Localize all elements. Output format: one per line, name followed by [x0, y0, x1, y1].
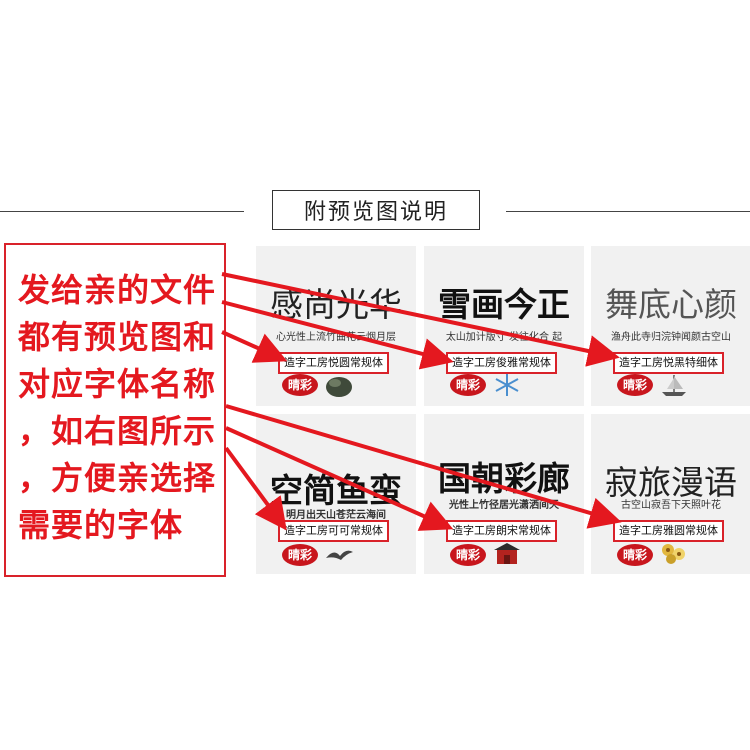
- bird-icon: [326, 550, 353, 560]
- font-name-label: 造字工房悦圆常规体: [278, 352, 389, 374]
- font-sample-subtitle: 渔舟此寺归浣钟闻颜古空山: [611, 332, 731, 343]
- font-preview-card[interactable]: 感尚光华 心光性上流竹曲花云烟月层 造字工房悦圆常规体 晴彩: [256, 246, 416, 406]
- callout-line: 都有预览图和: [18, 318, 217, 356]
- font-name-label: 造字工房俊雅常规体: [446, 352, 557, 374]
- font-preview-card[interactable]: 舞底心颜 渔舟此寺归浣钟闻颜古空山 造字工房悦黑特细体 晴彩: [591, 246, 750, 406]
- rock-icon: [326, 377, 352, 397]
- font-name-label: 造字工房雅圆常规体: [613, 520, 724, 542]
- callout-line: ，方便亲选择: [18, 459, 217, 497]
- font-sample-text: 舞底心颜: [605, 285, 737, 324]
- flower-icon: [662, 544, 685, 564]
- brand-stamp: 晴彩: [617, 544, 653, 566]
- callout-line: ，如右图所示: [18, 412, 217, 450]
- font-name-label: 造字工房朗宋常规体: [446, 520, 557, 542]
- callout-line: 发给亲的文件: [18, 271, 217, 309]
- font-preview-card[interactable]: 雪画今正 太山加计版寸 发往化合 起 造字工房俊雅常规体 晴彩: [424, 246, 584, 406]
- ship-icon: [662, 375, 686, 396]
- callout-line: 对应字体名称: [18, 365, 217, 403]
- font-preview-card[interactable]: 空简鱼蛮 明月出天山苍茫云海间 造字工房可可常规体 晴彩: [256, 414, 416, 574]
- font-sample-subtitle: 太山加计版寸 发往化合 起: [445, 332, 563, 343]
- snowflake-icon: [495, 374, 519, 396]
- font-sample-text: 感尚光华: [270, 285, 402, 324]
- font-sample-text: 寂旅漫语: [605, 463, 737, 502]
- brand-stamp: 晴彩: [450, 544, 486, 566]
- font-sample-subtitle: 心光性上流竹曲花云烟月层: [276, 332, 396, 343]
- callout-line: 需要的字体: [18, 506, 184, 544]
- brand-stamp: 晴彩: [617, 374, 653, 396]
- callout-box: 发给亲的文件 都有预览图和 对应字体名称 ，如右图所示 ，方便亲选择 需要的字体: [4, 243, 226, 577]
- font-preview-card[interactable]: 国朝彩廊 光性上竹径居光潇洒间天 造字工房朗宋常规体 晴彩: [424, 414, 584, 574]
- font-preview-card[interactable]: 寂旅漫语 古空山寂吾下天照叶花 造字工房雅圆常规体 晴彩: [591, 414, 750, 574]
- section-title: 附预览图说明: [272, 190, 480, 230]
- divider-right: [506, 211, 750, 212]
- divider-left: [0, 211, 244, 212]
- brand-stamp: 晴彩: [282, 374, 318, 396]
- font-sample-subtitle: 明月出天山苍茫云海间: [286, 510, 386, 521]
- brand-stamp: 晴彩: [282, 544, 318, 566]
- font-sample-text: 国朝彩廊: [438, 459, 570, 498]
- font-name-label: 造字工房可可常规体: [278, 520, 389, 542]
- palace-icon: [494, 543, 520, 564]
- font-sample-subtitle: 光性上竹径居光潇洒间天: [449, 500, 559, 511]
- brand-stamp: 晴彩: [450, 374, 486, 396]
- font-sample-text: 空简鱼蛮: [270, 471, 402, 510]
- font-sample-subtitle: 古空山寂吾下天照叶花: [621, 500, 721, 511]
- font-sample-text: 雪画今正: [438, 285, 570, 324]
- font-name-label: 造字工房悦黑特细体: [613, 352, 724, 374]
